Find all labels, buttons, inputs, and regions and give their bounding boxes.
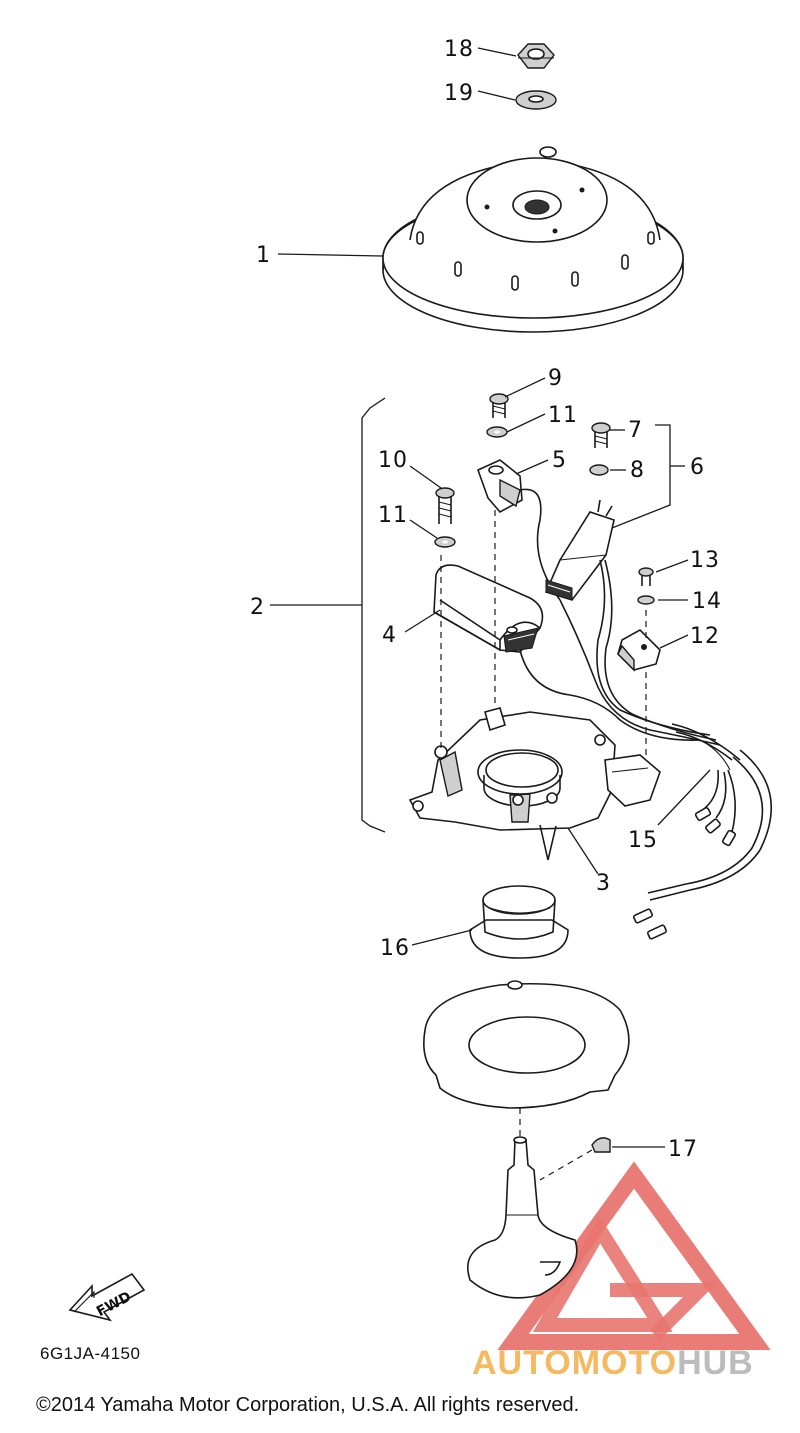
callout-9: 9	[548, 366, 563, 391]
callout-13: 13	[690, 548, 720, 573]
callout-6: 6	[690, 455, 705, 480]
part-5-pulser-coil	[476, 459, 561, 601]
bracket-part-2	[361, 397, 386, 833]
wiring-harness	[519, 559, 772, 901]
bracket-part-6	[611, 424, 685, 529]
callout-16: 16	[380, 936, 410, 961]
callout-3: 3	[596, 871, 611, 896]
callout-14: 14	[692, 589, 722, 614]
callout-19: 19	[444, 81, 474, 106]
callout-11-upper: 11	[548, 403, 578, 428]
callout-10: 10	[378, 448, 408, 473]
part-6-charge-coil	[544, 499, 615, 601]
callout-7: 7	[628, 418, 643, 443]
part-9-screw	[489, 393, 509, 418]
part-13-screw	[638, 567, 654, 586]
plate-ring	[423, 980, 630, 1109]
callout-11-lower: 11	[378, 503, 408, 528]
part-19-washer	[515, 90, 557, 110]
drawing-code: 6G1JA-4150	[40, 1344, 141, 1363]
callout-18: 18	[444, 37, 474, 62]
copyright-notice: ©2014 Yamaha Motor Corporation, U.S.A. A…	[36, 1394, 580, 1416]
part-12-clamp	[617, 629, 661, 672]
part-17-woodruff-key	[591, 1137, 611, 1153]
callout-8: 8	[630, 458, 645, 483]
callout-2: 2	[250, 595, 265, 620]
part-11-washer-upper	[486, 426, 508, 438]
callout-12: 12	[690, 624, 720, 649]
fwd-direction-arrow: FWD	[68, 1272, 146, 1322]
watermark-brand: AUTOMOTOHUB	[472, 1344, 754, 1383]
callout-labels: 18 19 1 9 11 5 7 8 6 10 11 2 4 13 14 12 …	[250, 37, 722, 1162]
crankshaft	[467, 1136, 578, 1299]
leader-lines	[270, 47, 711, 1148]
brand-part2: HUB	[677, 1344, 754, 1382]
part-10-screw	[435, 487, 455, 524]
callout-1: 1	[256, 243, 271, 268]
brand-part1: AUTOMOTO	[472, 1344, 678, 1382]
part-18-nut	[517, 43, 555, 69]
part-4-cdi-unit	[433, 564, 544, 653]
part-8-washer	[589, 464, 609, 476]
wire-terminals	[633, 806, 737, 940]
part-7-screw	[591, 422, 611, 448]
callout-4: 4	[382, 623, 397, 648]
part-14-washer	[637, 595, 655, 605]
part-11-washer-lower	[434, 536, 456, 548]
callout-17: 17	[668, 1137, 698, 1162]
part-1-flywheel	[382, 146, 684, 333]
part-16-sleeve	[469, 885, 569, 959]
callout-15: 15	[628, 828, 658, 853]
callout-5: 5	[552, 448, 567, 473]
part-3-stator-base	[408, 707, 661, 861]
alignment-lines	[440, 510, 647, 1181]
